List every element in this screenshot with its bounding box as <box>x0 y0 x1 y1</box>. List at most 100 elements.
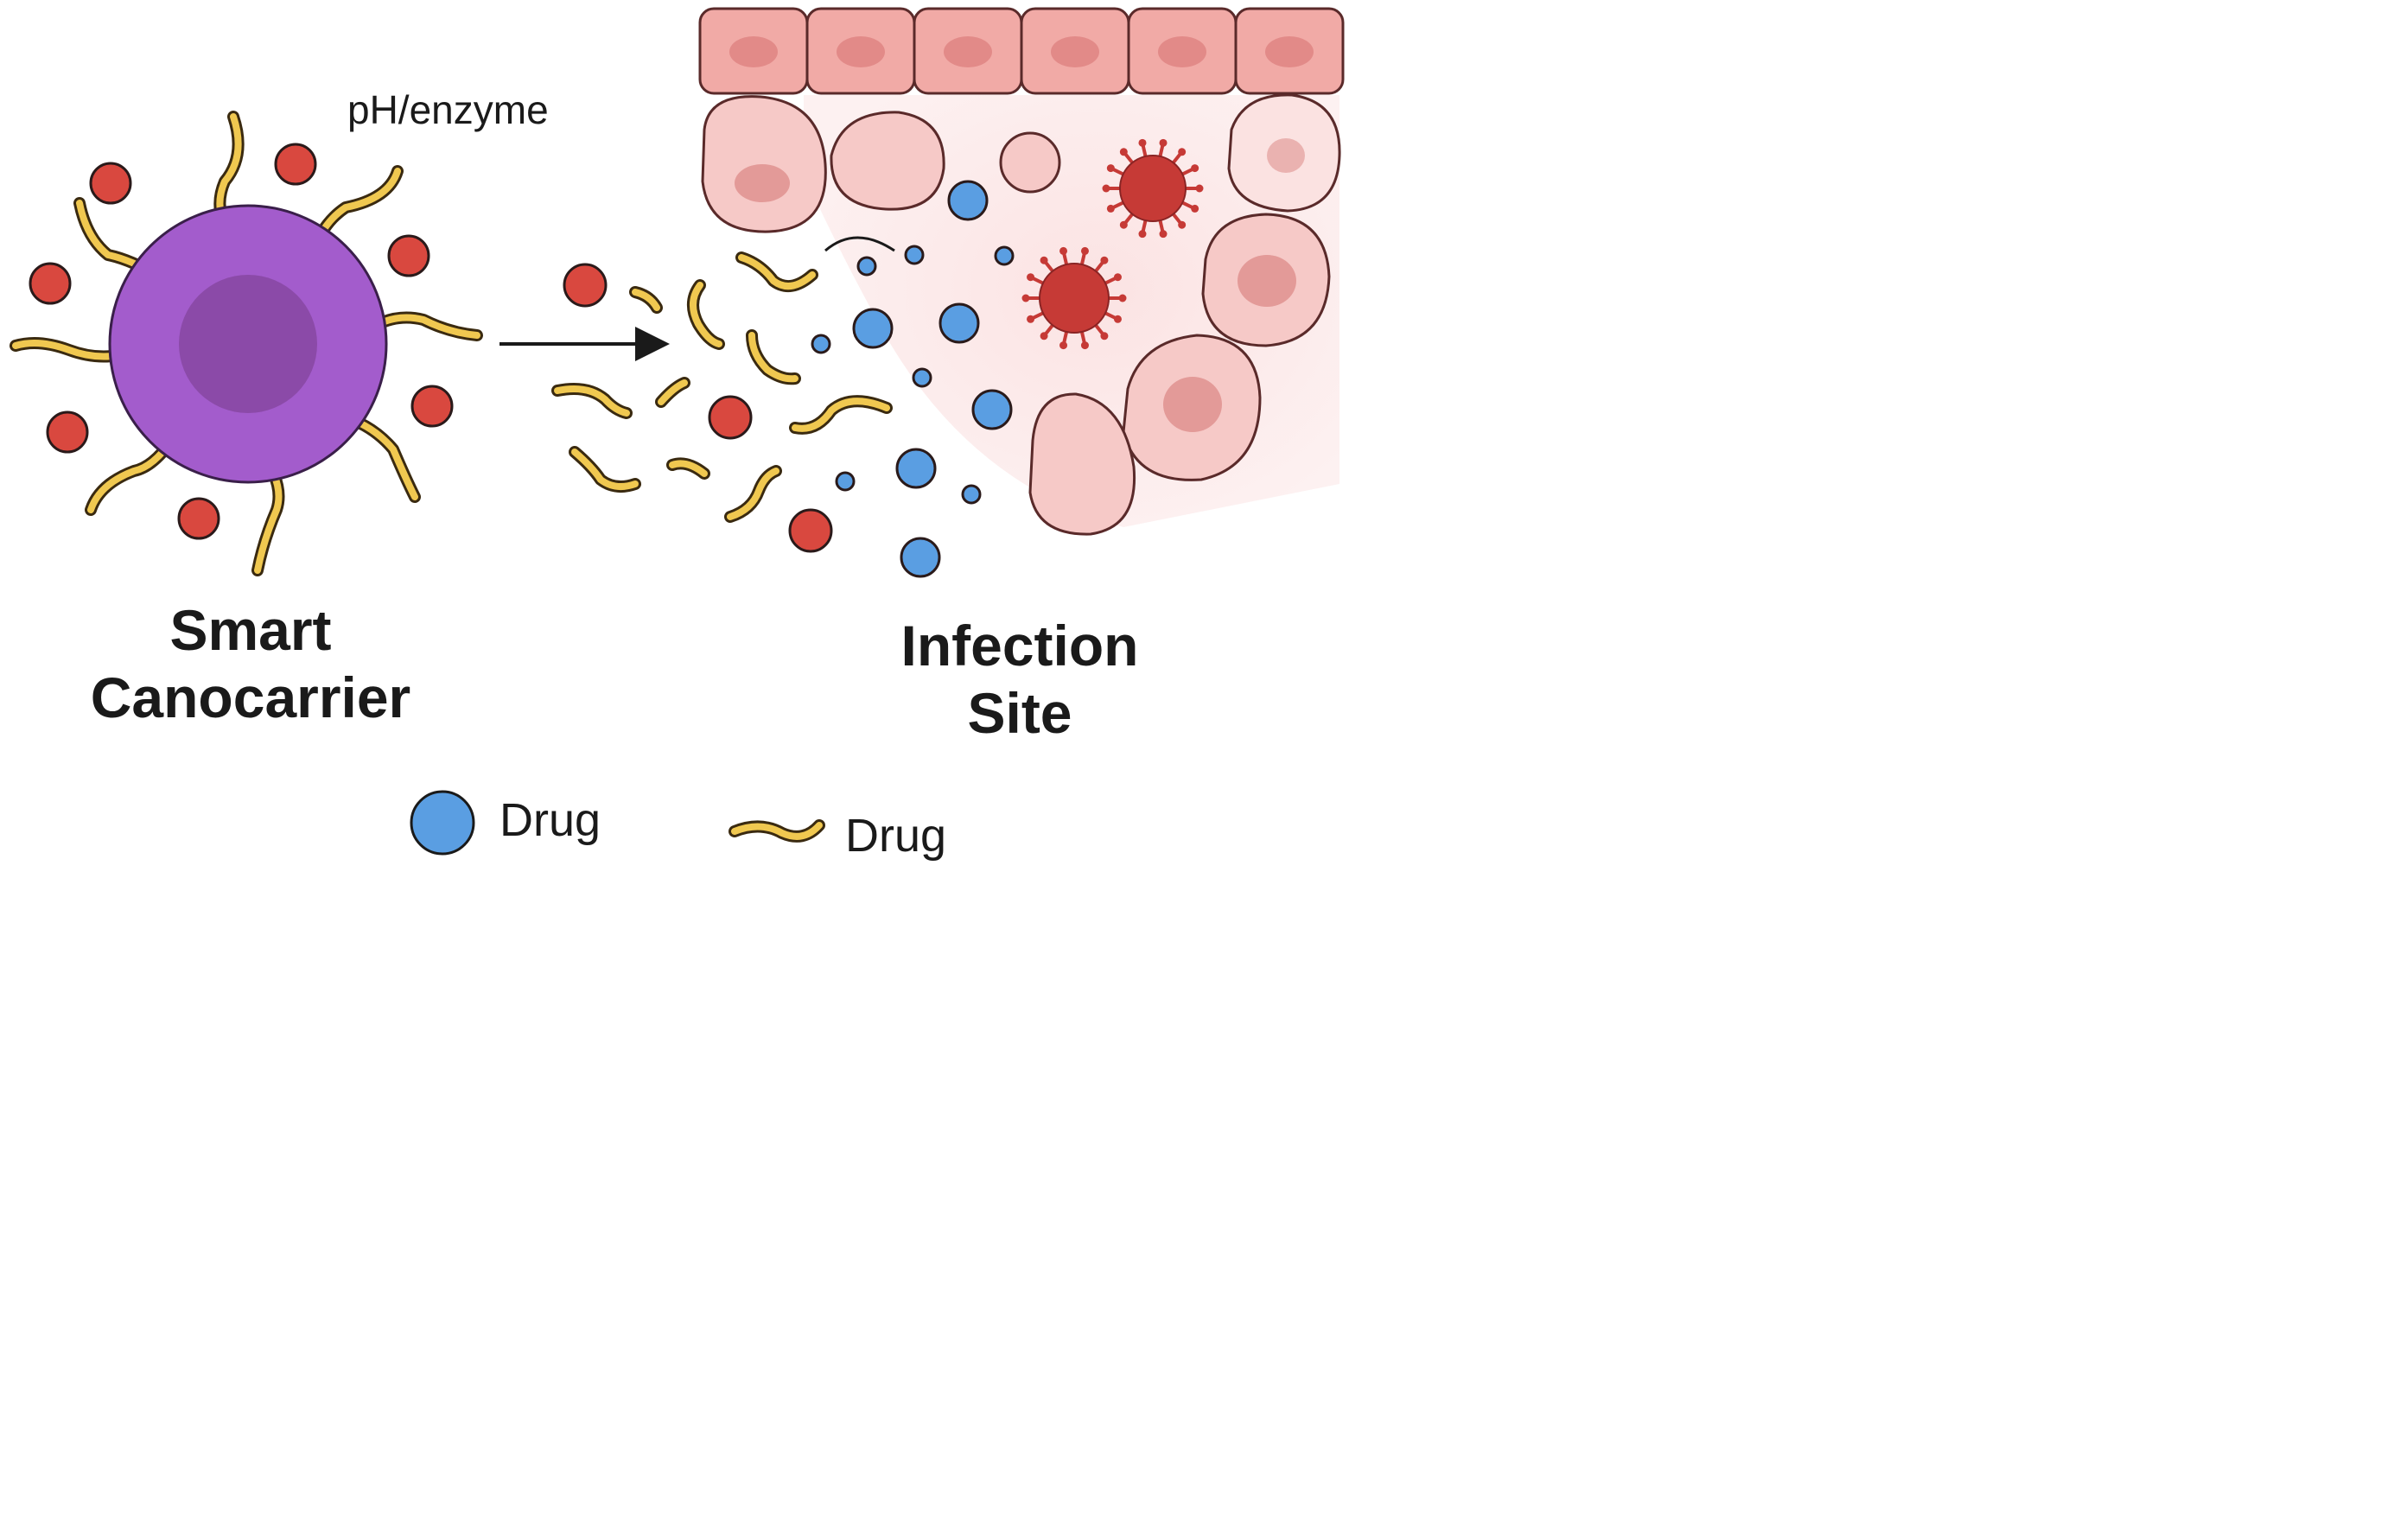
site-title-line1: Infection <box>900 614 1139 678</box>
virus-spike-tip <box>1102 184 1110 193</box>
drug-chain <box>632 289 660 311</box>
red-particle <box>563 263 608 308</box>
red-particle <box>46 410 89 454</box>
stimulus-label: pH/enzyme <box>347 87 549 132</box>
virus-icon <box>1102 138 1204 239</box>
red-particle <box>29 262 72 305</box>
carrier-title-line1: Smart <box>169 598 332 662</box>
red-particle <box>89 162 132 205</box>
virus-spike-tip <box>1159 230 1168 239</box>
legend-icons <box>410 790 825 856</box>
cell-nucleus <box>1238 255 1296 307</box>
cell-nucleus <box>1158 36 1206 67</box>
virus-spike-tip <box>1178 148 1187 156</box>
virus-spike-tip <box>1118 294 1127 302</box>
virus-spike-tip <box>1027 273 1035 282</box>
virus-spike-tip <box>1119 148 1128 156</box>
blue-drug-particle-small <box>856 256 877 277</box>
diagram-artwork <box>10 7 1345 856</box>
virus-spike-tip <box>1100 332 1109 340</box>
virus-spike-tip <box>1138 138 1147 147</box>
tissue-cell <box>999 131 1061 194</box>
red-particle <box>387 234 430 277</box>
blue-drug-particle <box>900 537 941 578</box>
virus-spike-tip <box>1191 204 1199 213</box>
blue-drug-particle <box>947 180 989 221</box>
virus-body <box>1039 263 1110 334</box>
red-particle <box>274 143 317 186</box>
virus-spike-tip <box>1119 220 1128 229</box>
virus-spike-tip <box>1106 164 1115 173</box>
cell-nucleus <box>1267 138 1305 173</box>
blue-drug-particle <box>895 448 937 489</box>
smart-nanocarrier <box>10 111 483 576</box>
cell-nucleus <box>944 36 992 67</box>
cell-nucleus <box>1163 377 1222 432</box>
diagram-canvas: pH/enzyme Smart Canocarrier Infection Si… <box>0 0 1355 875</box>
yellow-chain-icon <box>729 819 825 843</box>
infection-site-tissue <box>698 7 1345 536</box>
release-arrow <box>499 327 670 361</box>
red-particles <box>29 143 454 540</box>
virus-spike-tip <box>1059 341 1068 350</box>
tissue-cell <box>830 111 945 211</box>
cell-nucleus <box>1051 36 1099 67</box>
carrier-title: Smart Canocarrier <box>78 596 423 731</box>
drug-chain <box>554 385 630 417</box>
virus-spike-tip <box>1195 184 1204 193</box>
virus-spike-tip <box>1080 246 1089 255</box>
virus-spike-tip <box>1138 230 1147 239</box>
drug-chain <box>727 468 779 520</box>
red-particle <box>177 497 220 540</box>
red-particle <box>410 385 454 428</box>
virus-icon <box>1021 246 1127 350</box>
drug-chain <box>748 332 799 383</box>
red-particle <box>708 395 753 440</box>
virus-spike-tip <box>1027 315 1035 323</box>
carrier-core <box>179 275 317 413</box>
virus-spike-tip <box>1080 341 1089 350</box>
virus-spike-tip <box>1100 256 1109 264</box>
epithelial-cell-row <box>698 7 1345 95</box>
virus-spike-tip <box>1113 273 1122 282</box>
virus-spike-tip <box>1059 246 1068 255</box>
released-payload <box>551 180 1015 578</box>
cell-nucleus <box>1265 36 1314 67</box>
virus-spike-tip <box>1106 204 1115 213</box>
virus-spike-tip <box>1113 315 1122 323</box>
cell-nucleus <box>837 36 885 67</box>
tissue-cells <box>701 93 1341 536</box>
site-title: Infection Site <box>864 612 1175 747</box>
drug-chain <box>669 460 708 477</box>
legend-label-sphere: Drug <box>499 794 601 846</box>
drug-chain <box>792 398 890 432</box>
drug-chain <box>571 449 639 491</box>
blue-drug-particle-small <box>912 367 932 388</box>
blue-drug-particle-small <box>835 471 856 492</box>
drug-chain <box>738 254 816 290</box>
tissue-cell <box>1028 392 1136 536</box>
blue-sphere-icon <box>410 790 475 856</box>
blue-drug-particle <box>938 302 980 344</box>
carrier-title-line2: Canocarrier <box>90 665 411 729</box>
drug-chain <box>690 282 722 347</box>
virus-spike-tip <box>1178 220 1187 229</box>
blue-drug-particle <box>971 389 1013 430</box>
blue-drug-particle-small <box>994 245 1015 266</box>
legend-label-chain: Drug <box>845 810 947 862</box>
virus-spike-tip <box>1191 164 1199 173</box>
blue-drug-particle-small <box>961 484 982 505</box>
blue-drug-particle <box>852 308 894 349</box>
legend-chain <box>731 822 823 840</box>
virus-spike-tip <box>1040 256 1048 264</box>
tissue-cell <box>701 95 827 233</box>
virus-spike-tip <box>1159 138 1168 147</box>
drug-chain <box>658 379 688 405</box>
cell-membrane-arc <box>824 236 895 252</box>
blue-drug-particle-small <box>811 334 831 354</box>
red-particle <box>788 508 833 553</box>
blue-drug-particle-small <box>904 245 925 265</box>
site-title-line2: Site <box>967 681 1072 745</box>
arrow-head-icon <box>635 327 670 361</box>
virus-spike-tip <box>1021 294 1030 302</box>
